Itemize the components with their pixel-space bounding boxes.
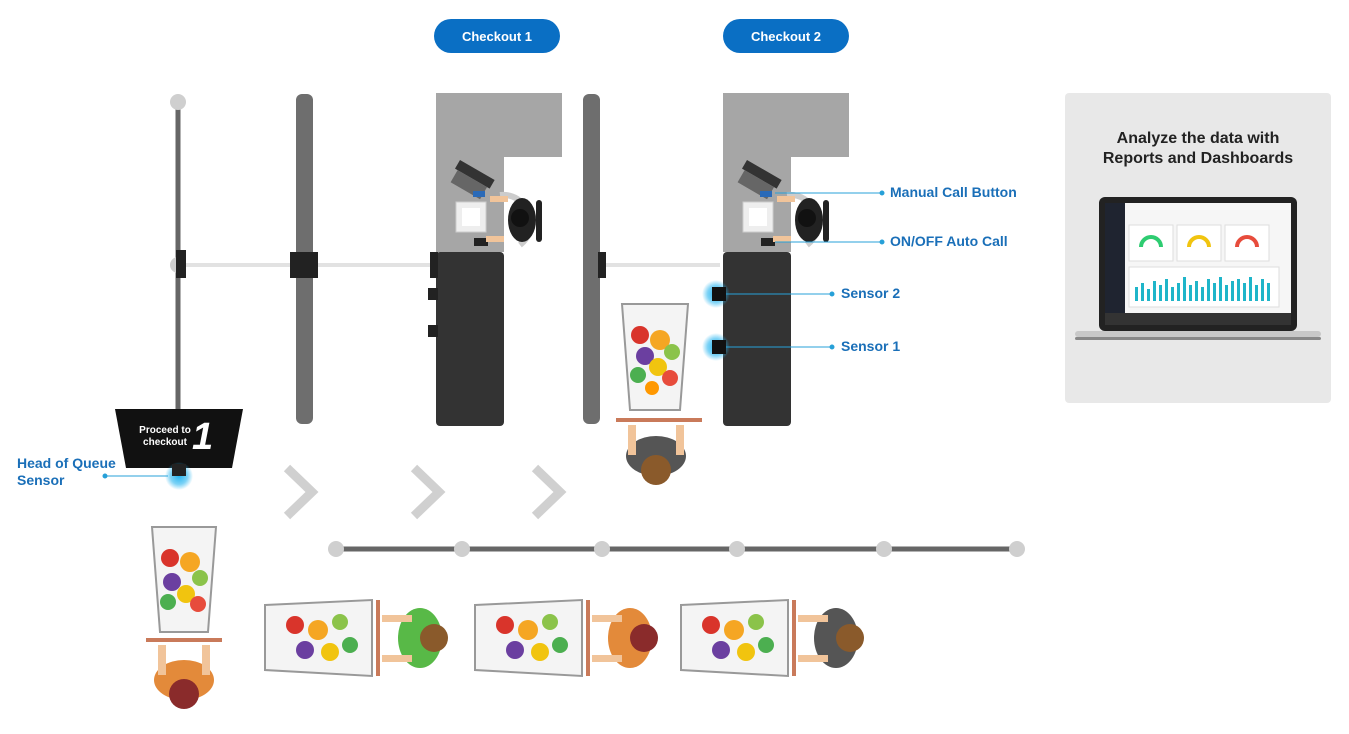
checkout-counter-1 bbox=[428, 93, 562, 426]
cashier-icon bbox=[486, 191, 542, 248]
shopper-queue-2 bbox=[474, 598, 658, 678]
queue-rope-bottom bbox=[328, 541, 1025, 557]
checkout-counter-2 bbox=[723, 93, 849, 426]
checkout-1-badge: Checkout 1 bbox=[434, 19, 560, 53]
callout-lines bbox=[102, 190, 885, 479]
chevron-right-icon bbox=[531, 464, 567, 520]
chevron-right-icon bbox=[410, 464, 446, 520]
shopper-queue-1 bbox=[264, 598, 448, 678]
sensor-2-label: Sensor 2 bbox=[841, 285, 901, 301]
sign-number: 1 bbox=[192, 416, 214, 458]
sign-text: Proceed to checkout bbox=[139, 425, 191, 448]
cart-icon bbox=[630, 326, 680, 395]
shopper-at-checkout-2 bbox=[616, 303, 702, 485]
auto-call-label: ON/OFF Auto Call bbox=[890, 233, 1008, 249]
flow-chevrons bbox=[283, 464, 567, 520]
sensor-2-icon bbox=[702, 280, 730, 308]
lane-divider-2 bbox=[583, 94, 600, 424]
shopper-head-of-queue bbox=[146, 526, 222, 709]
head-of-queue-label: Head of Queue Sensor bbox=[17, 455, 116, 488]
head-of-queue-sensor-icon bbox=[165, 462, 193, 490]
chevron-right-icon bbox=[283, 464, 319, 520]
shopper-icon bbox=[626, 425, 686, 485]
sensor-1-icon bbox=[702, 333, 730, 361]
stanchion-post bbox=[170, 94, 186, 410]
sensor-1-label: Sensor 1 bbox=[841, 338, 901, 354]
panel-title: Analyze the data with Reports and Dashbo… bbox=[1102, 130, 1294, 167]
laptop-icon bbox=[1075, 197, 1321, 340]
manual-call-label: Manual Call Button bbox=[890, 184, 1017, 200]
checkout-2-badge: Checkout 2 bbox=[723, 19, 849, 53]
proceed-sign bbox=[115, 409, 243, 468]
analytics-panel: Analyze the data with Reports and Dashbo… bbox=[1065, 93, 1331, 403]
shopper-queue-3 bbox=[680, 598, 864, 678]
